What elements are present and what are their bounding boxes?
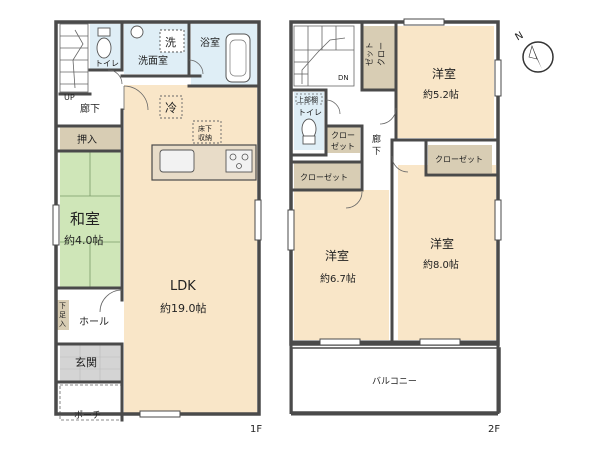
compass-ring-icon: [522, 41, 554, 73]
room3-size: 約8.0帖: [423, 258, 459, 271]
floor-1f-label: 1F: [250, 424, 262, 435]
shoe-storage-label-3: 入: [59, 320, 66, 328]
toilet-1f-fixture: [96, 37, 112, 59]
hall-2f-label-2: 下: [372, 147, 381, 157]
closet-a-floor: [363, 26, 395, 89]
compass-north-label: N: [514, 30, 526, 43]
washitsu-size: 約4.0帖: [64, 233, 104, 247]
underfloor-label-1: 床下: [198, 124, 212, 133]
underfloor-storage: [192, 120, 222, 144]
floor-2f-outline: [289, 20, 500, 346]
toilet-1f-label: トイレ: [95, 59, 119, 68]
shoe-storage-label-1: 下: [59, 302, 66, 310]
up-label: UP: [64, 93, 75, 102]
room3-floor: [398, 165, 496, 340]
washitsu-name: 和室: [70, 210, 100, 228]
closet-c-label: クローゼット: [300, 172, 348, 182]
tatami-lines: [60, 152, 120, 287]
closet-a-label-2: クロー: [377, 42, 386, 66]
room2-size: 約6.7帖: [320, 272, 356, 285]
room2-floor: [294, 190, 389, 340]
genkan-floor: [60, 345, 120, 381]
hall-2f-label-1: 廊: [372, 133, 381, 145]
ldk-floor: [124, 85, 257, 413]
dn-label: DN: [338, 74, 349, 82]
attic-shelf: [295, 93, 323, 105]
closet-b-label-1: クロー: [331, 131, 355, 140]
stairs-1f: [59, 23, 89, 93]
wash-room-label: 洗面室: [138, 54, 168, 67]
shoe-storage-floor: [57, 300, 69, 330]
toilet-2f-label: トイレ: [298, 108, 322, 117]
bath-label: 浴室: [200, 36, 220, 49]
entrance-hall-label: ホール: [79, 316, 109, 328]
wash-badge: 洗: [165, 36, 176, 49]
room1-floor: [396, 26, 494, 138]
washer-space: [159, 29, 185, 53]
stove: [225, 149, 253, 173]
closet-a-label-1: ゼット: [364, 42, 374, 66]
hall-1f-label: 廊下: [80, 102, 100, 115]
balcony-label: バルコニー: [372, 376, 417, 387]
closet-b-label-2: ゼット: [331, 141, 355, 151]
room2-name: 洋室: [325, 248, 349, 263]
room3-name: 洋室: [430, 236, 454, 251]
ldk-size: 約19.0帖: [160, 301, 207, 315]
balcony-area: [291, 347, 501, 413]
porch-label: ポーチ: [74, 410, 101, 421]
attic-label: 上部棚: [297, 95, 318, 104]
shoe-storage-label-2: 足: [59, 311, 66, 319]
oshiire-floor: [60, 127, 120, 150]
porch-area: [59, 384, 123, 421]
room1-name: 洋室: [432, 66, 456, 81]
kitchen-sink: [159, 149, 195, 173]
floor-2f-label: 2F: [488, 424, 500, 435]
closet-d-label: クローゼット: [435, 154, 483, 164]
room1-size: 約5.2帖: [423, 88, 459, 101]
stairs-2f: [293, 25, 355, 87]
oshiire-label: 押入: [77, 133, 97, 146]
compass: N: [514, 30, 554, 73]
closet-d-floor: [428, 145, 492, 173]
washbasin: [130, 25, 144, 39]
floor-1f: [52, 20, 262, 422]
closet-c-floor: [294, 163, 360, 189]
closet-b-floor: [326, 127, 360, 153]
genkan-label: 玄関: [75, 355, 97, 369]
floor-2f: [287, 18, 502, 417]
fridge-label: 冷: [165, 101, 177, 115]
underfloor-label-2: 収納: [198, 133, 212, 142]
fridge-space: [159, 95, 183, 119]
ldk-name: LDK: [170, 279, 196, 294]
